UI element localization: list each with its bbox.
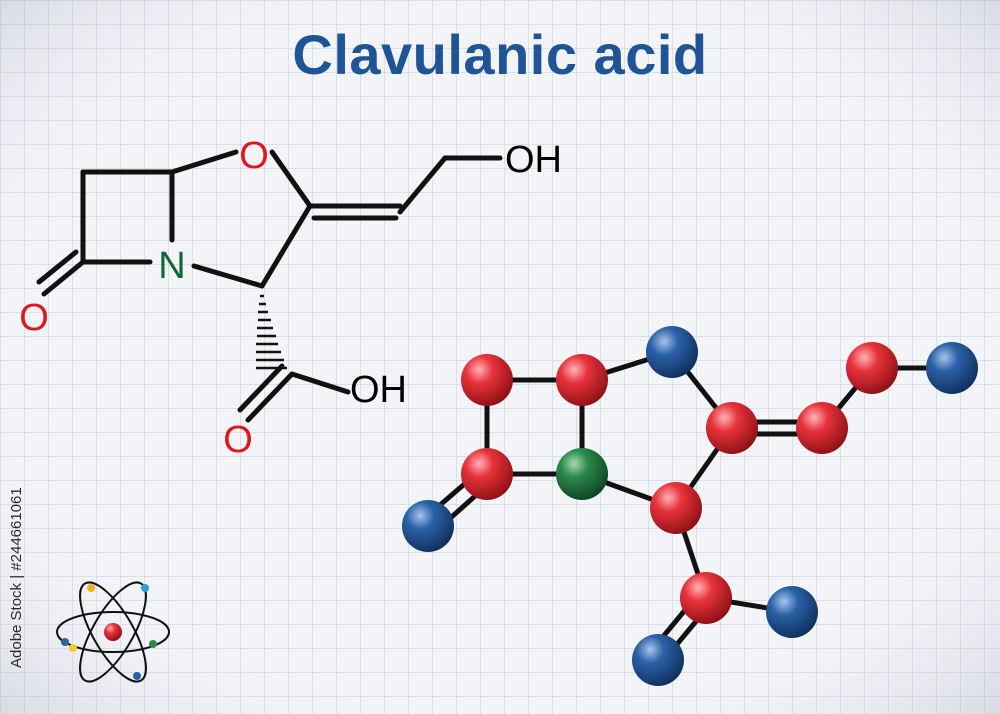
label-carbonyl-oxygen: O xyxy=(19,297,49,339)
bond-lactam-carbonyl-2 xyxy=(36,249,79,285)
bond-lactam-carbonyl-1 xyxy=(41,259,86,297)
atom-oxygen-acid-1 xyxy=(766,586,818,638)
page-title: Clavulanic acid xyxy=(292,23,708,86)
bond-acid-co-2 xyxy=(237,363,285,413)
atom-oxygen-hydroxyl xyxy=(926,342,978,394)
bond-chain-1 xyxy=(397,155,448,215)
atom-carbon-6 xyxy=(796,402,848,454)
label-acid-carbonyl-oxygen: O xyxy=(223,419,253,461)
skeletal-formula xyxy=(36,149,503,423)
label-nitrogen: N xyxy=(158,245,185,287)
ball-and-stick-model xyxy=(402,326,978,686)
bond-c3-c2 xyxy=(259,203,313,289)
atom-oxygen-carbonyl xyxy=(402,500,454,552)
stock-id-label: Adobe Stock | #244661061 xyxy=(8,487,25,668)
atom-nitrogen xyxy=(556,448,608,500)
label-acid-hydroxyl: OH xyxy=(350,369,407,411)
bond-acid-c-oh xyxy=(289,371,351,395)
atom-icon xyxy=(56,581,170,683)
label-hydroxyl: OH xyxy=(505,139,562,181)
atom-carbon-7 xyxy=(846,342,898,394)
atom-oxygen-acid-2 xyxy=(632,634,684,686)
bond-ringO-c3 xyxy=(269,149,313,209)
atom-carbon-5 xyxy=(650,482,702,534)
atom-oxygen-ring xyxy=(646,326,698,378)
hashed-wedge-bond xyxy=(256,294,287,370)
atom-carbon-8 xyxy=(680,572,732,624)
bond-acid-co-1 xyxy=(245,371,295,423)
label-ring-oxygen: O xyxy=(239,135,269,177)
atom-carbon-2 xyxy=(556,354,608,406)
atom-carbon-3 xyxy=(461,448,513,500)
bond-c2-n xyxy=(191,263,265,289)
bond-c-ringO xyxy=(169,149,239,175)
atom-carbon-1 xyxy=(461,354,513,406)
atom-carbon-4 xyxy=(706,402,758,454)
